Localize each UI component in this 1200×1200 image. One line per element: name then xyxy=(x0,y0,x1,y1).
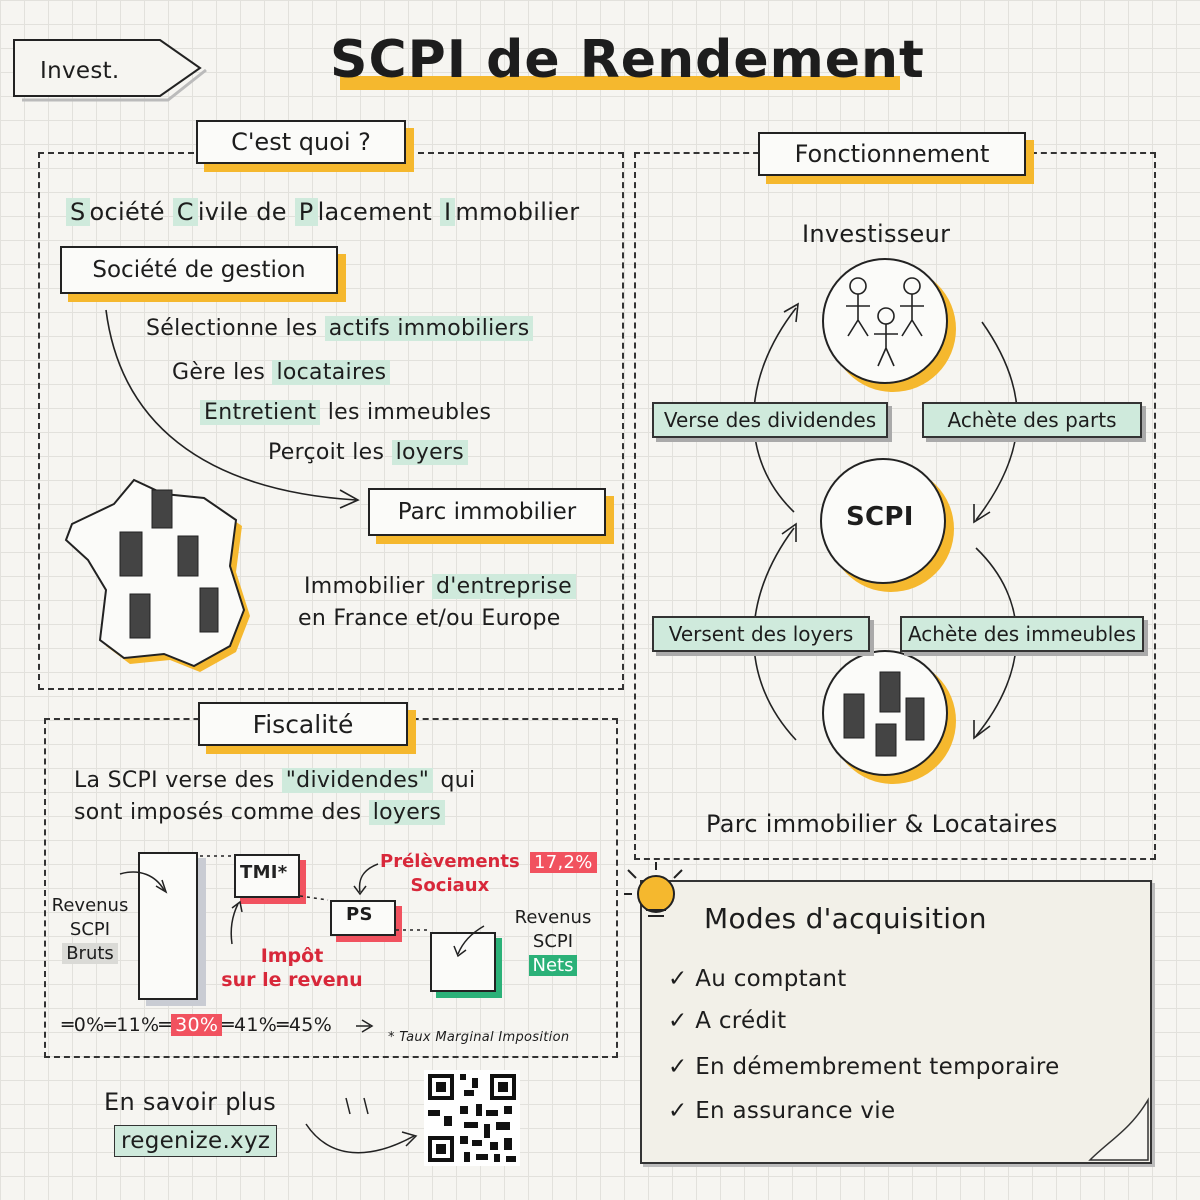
flow-verse-dividendes: Verse des dividendes xyxy=(652,402,888,438)
en-savoir-plus-label: En savoir plus xyxy=(104,1088,277,1116)
task-maintain-buildings: Entretient les immeubles xyxy=(200,400,491,425)
revenus-bruts-bar xyxy=(138,852,198,1000)
scope-line-1: Immobilier d'entreprise xyxy=(304,574,576,599)
revenus-nets-box xyxy=(430,932,496,992)
tmi-box xyxy=(234,854,300,898)
tmi-scale: ═0%═11%═30%═41%═45% xyxy=(62,1014,333,1036)
people-icon xyxy=(846,277,924,367)
societe-de-gestion-box: Société de gestion xyxy=(60,246,338,294)
title-underline xyxy=(340,76,900,90)
mode-item-3: ✓ En assurance vie xyxy=(668,1098,896,1124)
task-collect-rents: Perçoit les loyers xyxy=(268,440,469,465)
scpi-center-label: SCPI xyxy=(846,502,914,532)
fiscalite-line-2: sont imposés comme des loyers xyxy=(74,800,446,825)
check-icon: ✓ xyxy=(668,966,688,992)
invest-tag-arrow xyxy=(13,39,207,102)
fonctionnement-heading: Fonctionnement xyxy=(758,132,1026,176)
ps-box xyxy=(330,900,396,936)
buildings-icon xyxy=(843,671,925,757)
ps-rate-badge: 17,2% xyxy=(530,852,597,873)
invest-tag[interactable]: Invest. xyxy=(40,58,120,84)
impot-label: Impôt sur le revenu xyxy=(221,945,363,991)
modes-card xyxy=(640,880,1152,1164)
investisseur-circle xyxy=(822,258,948,384)
mode-item-1: ✓ A crédit xyxy=(668,1008,787,1034)
fiscalite-heading: Fiscalité xyxy=(198,702,408,746)
investisseur-label: Investisseur xyxy=(802,220,951,248)
scpi-circle xyxy=(820,458,946,584)
mode-item-0: ✓ Au comptant xyxy=(668,966,847,992)
parc-locataires-label: Parc immobilier & Locataires xyxy=(706,810,1058,838)
tmi-footnote: * Taux Marginal Imposition xyxy=(388,1030,570,1045)
page-curl-icon xyxy=(1088,1097,1149,1161)
qr-code-icon[interactable] xyxy=(424,1070,520,1166)
modes-heading: Modes d'acquisition xyxy=(704,902,987,935)
france-map-icon xyxy=(64,478,250,672)
regenize-link[interactable]: regenize.xyz xyxy=(114,1125,278,1157)
scope-line-2: en France et/ou Europe xyxy=(298,606,561,631)
parc-immobilier-box: Parc immobilier xyxy=(368,488,606,536)
fiscalite-line-1: La SCPI verse des "dividendes" qui xyxy=(74,768,476,793)
task-select-assets: Sélectionne les actifs immobiliers xyxy=(146,316,534,341)
check-icon: ✓ xyxy=(668,1008,688,1034)
prelevements-label: Prélèvements Sociaux xyxy=(380,851,520,896)
check-icon: ✓ xyxy=(668,1098,688,1124)
mode-item-2: ✓ En démembrement temporaire xyxy=(668,1054,1060,1080)
revenus-bruts-label: Revenus SCPI Bruts xyxy=(51,895,129,964)
revenus-nets-label: Revenus SCPI Nets xyxy=(514,907,592,976)
lightbulb-icon xyxy=(624,862,683,917)
ps-label: PS xyxy=(346,904,373,925)
page-title: SCPI de Rendement xyxy=(330,30,925,90)
check-icon: ✓ xyxy=(668,1054,688,1080)
task-manage-tenants: Gère les locataires xyxy=(172,360,391,385)
flow-achete-immeubles: Achète des immeubles xyxy=(900,616,1144,652)
cest-quoi-heading: C'est quoi ? xyxy=(196,120,406,164)
flow-versent-loyers: Versent des loyers xyxy=(652,616,870,652)
flow-achete-parts: Achète des parts xyxy=(922,402,1142,438)
tmi-label: TMI* xyxy=(240,862,288,883)
